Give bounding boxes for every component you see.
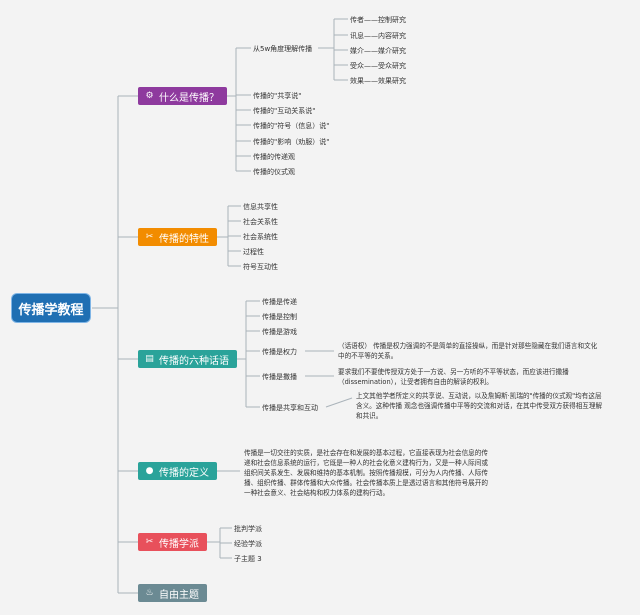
branch-label: 传播的特性 — [159, 233, 209, 245]
flame-icon: ♨ — [145, 588, 154, 598]
topic-discourse[interactable]: 传播是控制 — [262, 313, 297, 321]
branch-label: 传播的六种话语 — [159, 355, 229, 367]
topic-trait[interactable]: 社会关系性 — [243, 218, 278, 226]
topic-discourse[interactable]: 传播是撒播 — [262, 373, 297, 381]
topic-discourse[interactable]: 传播是游戏 — [262, 328, 297, 336]
connector — [325, 397, 353, 408]
topic-school[interactable]: 子主题 3 — [234, 555, 262, 563]
branch-label: 自由主题 — [159, 589, 199, 601]
topic-five-w-item[interactable]: 受众——受众研究 — [350, 62, 406, 70]
branch-label: 传播的定义 — [159, 467, 209, 479]
globe-icon: ● — [145, 466, 154, 476]
topic-trait[interactable]: 信息共享性 — [243, 203, 278, 211]
topic-what-is-item[interactable]: 传播的传递观 — [253, 153, 295, 161]
topic-what-is-item[interactable]: 传播的"共享说" — [253, 92, 302, 100]
branch-what-is-communication[interactable]: ⚙ 什么是传播？ — [138, 87, 227, 105]
tools-icon: ✂ — [145, 232, 154, 242]
topic-five-w[interactable]: 从5w角度理解传播 — [253, 45, 313, 53]
branch-label: 什么是传播？ — [159, 92, 219, 104]
topic-what-is-item[interactable]: 传播的"符号（信息）说" — [253, 122, 330, 130]
topic-what-is-item[interactable]: 传播的"互动关系说" — [253, 107, 316, 115]
topic-five-w-item[interactable]: 传者——控制研究 — [350, 16, 406, 24]
topic-five-w-item[interactable]: 媒介——媒介研究 — [350, 47, 406, 55]
discourse-power-description: （话语权） 传播是权力强调的不是简单的直接操纵，而是针对那些隐藏在我们语言和文化… — [338, 342, 598, 360]
topic-what-is-item[interactable]: 传播的仪式观 — [253, 168, 295, 176]
topic-trait[interactable]: 过程性 — [243, 248, 264, 256]
topic-school[interactable]: 批判学派 — [234, 525, 262, 533]
topic-discourse[interactable]: 传播是传递 — [262, 298, 297, 306]
root-topic[interactable]: 传播学教程 — [14, 296, 88, 320]
topic-discourse[interactable]: 传播是共享和互动 — [262, 404, 318, 412]
branch-label: 传播学派 — [159, 538, 199, 550]
tools-icon: ✂ — [145, 537, 154, 547]
branch-characteristics[interactable]: ✂ 传播的特性 — [138, 228, 217, 246]
topic-school[interactable]: 经验学派 — [234, 540, 262, 548]
topic-five-w-item[interactable]: 讯息——内容研究 — [350, 32, 406, 40]
definition-description: 传播是一切交往的实质，是社会存在和发展的基本过程，它直接表现为社会信息的传递和社… — [244, 449, 488, 497]
document-icon: ▤ — [145, 354, 154, 364]
discourse-dissemination-description: 要求我们不要使传授双方处于一方说、另一方听的不平等状态，而应该进行撒播（diss… — [338, 368, 569, 386]
discourse-share-description: 上文其他学者所定义的共享说、互动说，以及詹姆斯·凯瑞的"传播的仪式观"均有这层含… — [356, 392, 603, 420]
branch-schools[interactable]: ✂ 传播学派 — [138, 533, 207, 551]
branch-definition[interactable]: ● 传播的定义 — [138, 462, 217, 480]
branch-six-discourses[interactable]: ▤ 传播的六种话语 — [138, 350, 237, 368]
topic-what-is-item[interactable]: 传播的"影响（劝服）说" — [253, 138, 330, 146]
topic-trait[interactable]: 社会系统性 — [243, 233, 278, 241]
branch-free-topic[interactable]: ♨ 自由主题 — [138, 584, 207, 602]
topic-five-w-item[interactable]: 效果——效果研究 — [350, 77, 406, 85]
gear-icon: ⚙ — [145, 91, 154, 101]
topic-trait[interactable]: 符号互动性 — [243, 263, 278, 271]
topic-discourse[interactable]: 传播是权力 — [262, 348, 297, 356]
